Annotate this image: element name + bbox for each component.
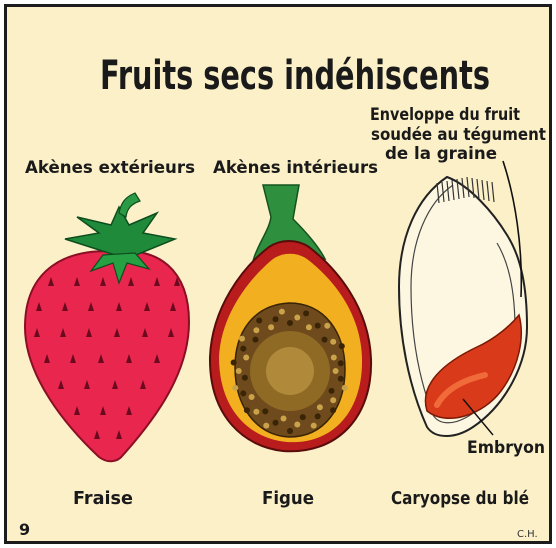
fig-seed (303, 310, 309, 316)
fig-seed (294, 315, 300, 321)
grain-hair (482, 180, 484, 200)
fig-seed (330, 407, 336, 413)
fig-seed (231, 360, 237, 366)
fig-seed (311, 423, 317, 429)
fig-illustration (210, 185, 371, 451)
fig-seed (330, 339, 336, 345)
fig-seed (281, 416, 287, 422)
label-embryon: Embryon (467, 438, 545, 458)
fig-seed (315, 323, 321, 329)
fig-seed (294, 422, 300, 428)
fig-seed (273, 420, 279, 426)
fig-seed (315, 413, 321, 419)
fig-seed (338, 360, 344, 366)
fig-seed (262, 408, 268, 414)
fig-seed (263, 423, 269, 429)
fig-seed (306, 324, 312, 330)
fig-seed (256, 318, 262, 324)
fig-seed (342, 385, 348, 391)
fig-seed (243, 355, 249, 361)
fig-seed (330, 397, 336, 403)
fig-seed (240, 390, 246, 396)
fig-seed (287, 320, 293, 326)
diagram-canvas: Fruits secs indéhiscents Akènes extérieu… (7, 7, 555, 547)
label-akenes-interieurs: Akènes intérieurs (213, 158, 378, 178)
fig-seed (339, 343, 345, 349)
label-enveloppe-line3: de la graine (385, 144, 497, 164)
fig-seed (239, 336, 245, 342)
illustration-card: Fruits secs indéhiscents Akènes extérieu… (4, 4, 552, 544)
fig-seed (287, 428, 293, 434)
fig-seed (300, 414, 306, 420)
fig-seed (338, 376, 344, 382)
fig-seed (322, 337, 328, 343)
fig-seed (324, 323, 330, 329)
label-enveloppe-line2: soudée au tégument (371, 125, 546, 145)
grain-hair (487, 181, 489, 201)
grain-hair (477, 179, 479, 199)
fig-seed (331, 355, 337, 361)
grain-hair (492, 182, 494, 202)
fig-seed (317, 404, 323, 410)
fig-seed (253, 409, 259, 415)
fig-seed (249, 394, 255, 400)
fig-seed (240, 346, 246, 352)
fig-seed (268, 324, 274, 330)
fig-seed (329, 388, 335, 394)
fig-seed (242, 375, 248, 381)
label-enveloppe-line1: Enveloppe du fruit (370, 105, 520, 125)
fig-seed (333, 368, 339, 374)
wheat-grain-illustration (399, 161, 527, 436)
fig-seed (232, 385, 238, 391)
fig-seed (236, 368, 242, 374)
fig-seed (279, 309, 285, 315)
fig-seed (253, 337, 259, 343)
caption-fraise: Fraise (73, 488, 133, 509)
caption-caryopse: Caryopse du blé (391, 488, 529, 509)
caption-figue: Figue (262, 488, 314, 509)
fig-seed (244, 407, 250, 413)
label-akenes-exterieurs: Akènes extérieurs (25, 158, 195, 178)
strawberry-illustration (25, 193, 189, 461)
plate-number: 9 (19, 520, 30, 539)
fig-seed (273, 316, 279, 322)
fig-seed (253, 327, 259, 333)
page-title: Fruits secs indéhiscents (100, 53, 490, 99)
signature: C.H. (517, 529, 538, 540)
